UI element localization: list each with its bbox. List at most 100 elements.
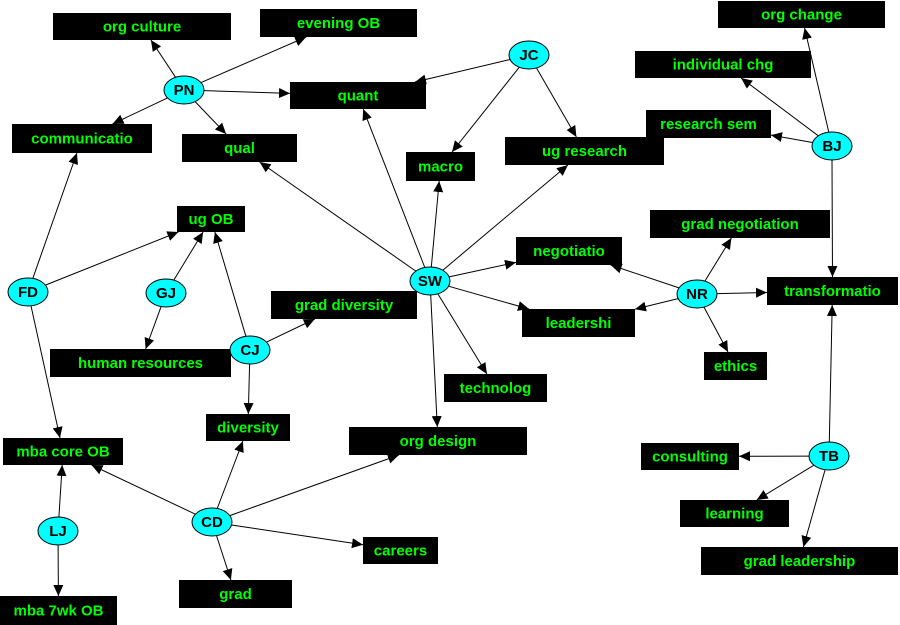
topic-box-background bbox=[260, 9, 417, 37]
topic-label: technolog bbox=[460, 380, 532, 397]
edge-sw-to-qual bbox=[259, 161, 417, 272]
person-node-nr: NR bbox=[676, 279, 718, 309]
topic-box-quant: quant bbox=[290, 82, 426, 109]
topic-box-background bbox=[650, 210, 830, 238]
person-node-label: JC bbox=[519, 47, 538, 64]
topic-label: diversity bbox=[217, 419, 279, 436]
person-node-shape bbox=[409, 266, 451, 296]
person-node-cj: CJ bbox=[229, 335, 271, 365]
topic-box-grad: grad bbox=[179, 580, 292, 608]
topic-label: negotiatio bbox=[533, 243, 605, 260]
topic-box-grad-leadership: grad leadership bbox=[701, 547, 898, 575]
topic-box-background bbox=[50, 349, 231, 377]
topic-label: careers bbox=[374, 542, 427, 559]
topic-label: evening OB bbox=[297, 15, 381, 32]
topic-label: learning bbox=[705, 505, 763, 522]
person-node-shape bbox=[7, 277, 49, 307]
person-node-shape bbox=[145, 278, 187, 308]
person-node-shape bbox=[808, 441, 850, 471]
topic-box-transformatio: transformatio bbox=[767, 277, 898, 305]
topic-box-background bbox=[767, 277, 898, 305]
topic-label: mba 7wk OB bbox=[13, 602, 103, 619]
topic-box-consulting: consulting bbox=[641, 443, 739, 470]
topic-label: quant bbox=[338, 87, 379, 104]
topic-box-background bbox=[635, 51, 811, 78]
topic-box-qual: qual bbox=[182, 134, 297, 162]
topic-label: org design bbox=[400, 433, 477, 450]
topic-box-background bbox=[718, 1, 885, 28]
topic-box-background bbox=[0, 596, 117, 625]
edge-pn-to-org-culture bbox=[150, 39, 177, 78]
edge-pn-to-evening-ob bbox=[200, 36, 307, 84]
topic-box-background bbox=[701, 547, 898, 575]
edge-sw-to-ug-research bbox=[442, 164, 569, 271]
edge-fd-to-ug-ob bbox=[45, 231, 179, 286]
edge-fd-to-communicatio bbox=[32, 152, 78, 279]
edge-pn-to-communicatio bbox=[112, 97, 168, 125]
edge-bj-to-org-change bbox=[802, 27, 830, 133]
edge-cd-to-mba-core-ob bbox=[91, 464, 196, 515]
topic-box-background bbox=[3, 438, 123, 465]
edge-sw-to-negotiatio bbox=[448, 259, 517, 278]
topic-box-macro: macro bbox=[406, 152, 475, 181]
person-node-fd: FD bbox=[7, 277, 49, 307]
person-node-sw: SW bbox=[409, 266, 451, 296]
edge-nr-to-grad-negotiation bbox=[704, 237, 732, 282]
topic-box-ethics: ethics bbox=[704, 352, 767, 380]
topic-box-communicatio: communicatio bbox=[12, 124, 152, 153]
topic-box-background bbox=[182, 134, 297, 162]
edge-sw-to-quant bbox=[362, 108, 426, 268]
edge-bj-to-transformatio bbox=[827, 159, 838, 278]
topic-box-background bbox=[522, 309, 635, 337]
topic-box-technolog: technolog bbox=[444, 374, 547, 402]
person-node-label: CD bbox=[201, 514, 223, 531]
topic-label: org change bbox=[761, 6, 842, 23]
person-node-label: LJ bbox=[49, 523, 67, 540]
edge-tb-to-grad-leadership bbox=[801, 469, 826, 548]
edge-cj-to-grad-diversity bbox=[266, 318, 316, 343]
topic-box-background bbox=[271, 291, 417, 319]
edge-pn-to-quant bbox=[203, 88, 291, 99]
topic-label: mba core OB bbox=[16, 443, 110, 460]
person-node-shape bbox=[508, 40, 550, 70]
topic-box-individual-chg: individual chg bbox=[635, 51, 811, 78]
topic-box-background bbox=[12, 124, 152, 153]
topic-box-background bbox=[646, 110, 771, 138]
edge-cd-to-grad bbox=[216, 535, 233, 581]
topic-box-human-resources: human resources bbox=[50, 349, 231, 377]
topic-label: grad bbox=[219, 586, 252, 603]
edge-nr-to-transformatio bbox=[716, 287, 768, 298]
topic-box-learning: learning bbox=[680, 500, 789, 527]
topic-box-leadershi: leadershi bbox=[522, 309, 635, 337]
topic-box-background bbox=[349, 427, 527, 455]
person-node-shape bbox=[229, 335, 271, 365]
topic-box-research-sem: research sem bbox=[646, 110, 771, 138]
topic-box-background bbox=[363, 537, 438, 564]
edge-bj-to-individual-chg bbox=[740, 77, 819, 137]
topic-box-ug-ob: ug OB bbox=[177, 206, 245, 232]
topic-label: communicatio bbox=[31, 130, 133, 147]
edge-cd-to-org-design bbox=[229, 454, 400, 517]
edge-jc-to-macro bbox=[451, 66, 520, 153]
person-node-bj: BJ bbox=[811, 131, 853, 161]
edge-cj-to-ug-ob bbox=[213, 231, 247, 337]
person-node-tb: TB bbox=[808, 441, 850, 471]
person-node-label: BJ bbox=[822, 138, 841, 155]
person-node-label: CJ bbox=[240, 342, 259, 359]
edge-sw-to-leadershi bbox=[448, 285, 530, 311]
edge-gj-to-human-resources bbox=[144, 306, 162, 350]
edge-cd-to-diversity bbox=[216, 440, 244, 509]
edge-cd-to-careers bbox=[231, 524, 364, 549]
edge-pn-to-qual bbox=[194, 101, 227, 135]
topic-label: human resources bbox=[78, 355, 203, 372]
topic-label: leadershi bbox=[546, 315, 612, 332]
topic-label: ethics bbox=[714, 358, 757, 375]
person-node-shape bbox=[37, 516, 79, 546]
person-node-lj: LJ bbox=[37, 516, 79, 546]
topic-label: qual bbox=[224, 140, 255, 157]
person-node-label: FD bbox=[18, 284, 38, 301]
